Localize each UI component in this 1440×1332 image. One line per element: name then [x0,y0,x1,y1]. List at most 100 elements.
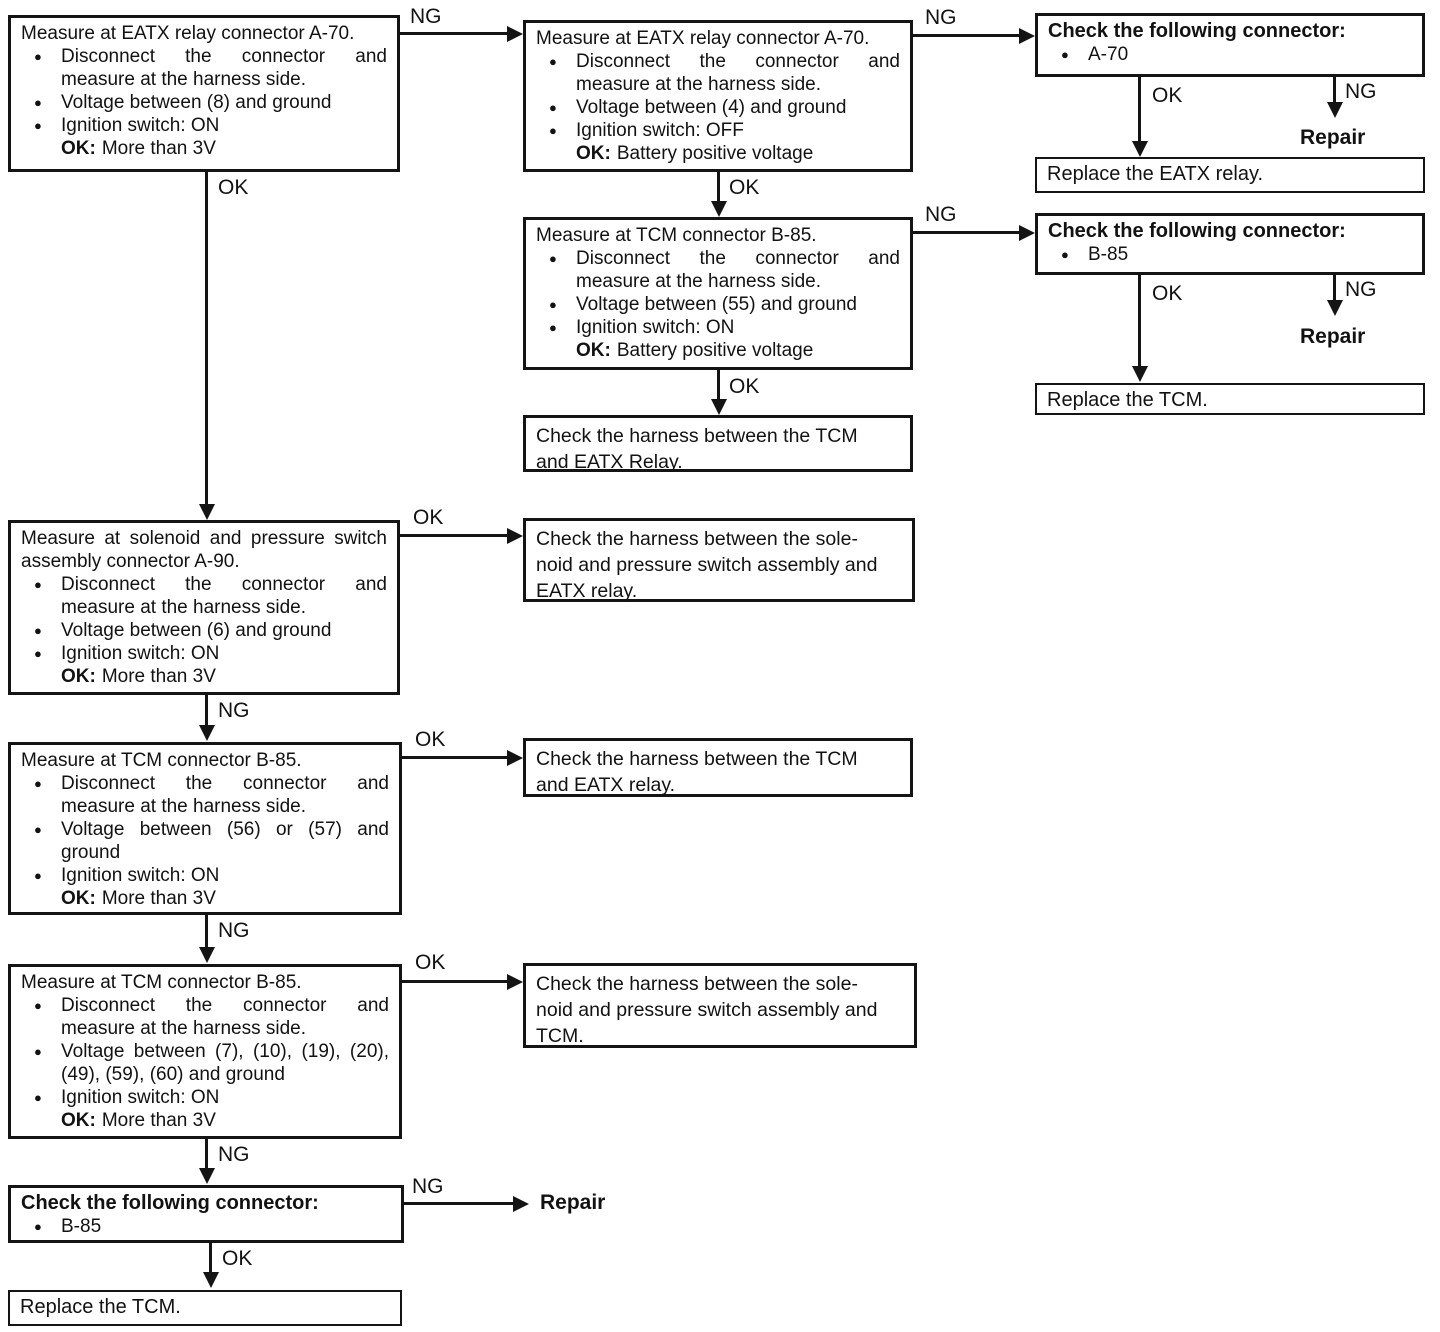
action-line: and EATX Relay. [536,451,683,473]
bullet-item: ● Voltage between (55) and ground [536,293,900,316]
edge-label-ok: OK [222,1247,253,1270]
connector-line [717,370,720,400]
ok-criteria-label: OK: [576,340,611,361]
bullet-item: ● Voltage between (6) and ground [21,619,387,642]
connector-line [400,534,510,537]
bullet-item: ● Disconnect the connector and measure a… [21,994,389,1040]
bullet-item: ● Ignition switch: OFF [536,119,900,142]
arrow-down-icon [711,399,727,415]
ok-criteria: OK:More than 3V [61,137,387,160]
bullet-icon: ● [34,49,42,64]
bullet-item: ● Disconnect the connector and measure a… [21,573,387,619]
action-line: Check the harness between the TCM [536,425,858,447]
step-title: Measure at TCM connector B-85. [536,225,817,246]
connector-line [913,231,1021,234]
arrow-right-icon [507,528,523,544]
edge-label-ok: OK [413,506,444,529]
bullet-icon: ● [34,1044,42,1059]
edge-label-ng: NG [925,6,957,29]
action-check-harness-tcm-eatx-relay-2: Check the harness between the TCM and EA… [523,738,913,797]
bullet-icon: ● [34,776,42,791]
step-title: Measure at EATX relay connector A-70. [21,23,355,44]
ok-criteria-value: Battery positive voltage [616,143,814,164]
result-replace-eatx-relay: Replace the EATX relay. [1035,157,1425,193]
bullet-icon: ● [549,123,557,138]
bullet-item: ● Ignition switch: ON [21,1086,389,1109]
bullet-icon: ● [34,118,42,133]
ok-criteria-label: OK: [61,888,96,909]
bullet-item: ● B-85 [21,1215,391,1238]
bullet-item: ● Disconnect the connector and measure a… [536,50,900,96]
edge-label-ok: OK [729,176,760,199]
check-title: Check the following connector: [1048,20,1346,42]
connector-line [1138,275,1141,367]
step-measure-solenoid-a90: Measure at solenoid and pressure switch … [8,520,400,695]
result-replace-tcm-final: Replace the TCM. [8,1290,402,1326]
action-check-harness-solenoid-eatx-relay: Check the harness between the sole- noid… [523,518,915,602]
arrow-right-icon [513,1196,529,1212]
ok-criteria-label: OK: [61,666,96,687]
arrow-down-icon [203,1272,219,1288]
result-text: Replace the TCM. [1047,389,1208,411]
edge-label-ng: NG [218,919,250,942]
ok-criteria: OK:Battery positive voltage [576,339,900,362]
ok-criteria-label: OK: [61,138,96,159]
arrow-right-icon [1019,28,1035,44]
bullet-item: ● Ignition switch: ON [21,114,387,137]
connector-line [400,32,510,35]
connector-line [209,1243,212,1274]
bullet-item: ● Disconnect the connector and measure a… [21,772,389,818]
bullet-item: ● A-70 [1048,43,1412,66]
action-line: and EATX relay. [536,774,676,796]
connector-line [402,756,510,759]
bullet-icon: ● [549,297,557,312]
connector-line [205,695,208,726]
arrow-down-icon [199,504,215,520]
edge-label-ok: OK [1152,282,1183,305]
action-line: EATX relay. [536,580,638,602]
step-measure-tcm-b85-multi-pins: Measure at TCM connector B-85. ● Disconn… [8,964,402,1139]
bullet-icon: ● [549,100,557,115]
connector-line [1138,77,1141,143]
connector-line [402,980,510,983]
step-title: Measure at EATX relay connector A-70. [536,28,870,49]
bullet-item: ● Disconnect the connector and measure a… [536,247,900,293]
arrow-down-icon [199,725,215,741]
connector-line [913,34,1021,37]
result-text: Replace the EATX relay. [1047,163,1264,185]
ok-criteria-value: More than 3V [101,666,216,687]
edge-label-ok: OK [415,951,446,974]
ok-criteria: OK:More than 3V [61,887,389,910]
bullet-icon: ● [1061,47,1069,62]
check-connector-b85: Check the following connector: ● B-85 [1035,213,1425,275]
edge-label-ng: NG [1345,80,1377,103]
bullet-item: ● Ignition switch: ON [536,316,900,339]
step-title: Measure at solenoid and pressure switch … [21,528,387,572]
connector-line [1333,77,1336,104]
bullet-icon: ● [549,320,557,335]
arrow-down-icon [711,201,727,217]
connector-line [717,172,720,203]
ok-criteria-label: OK: [61,1110,96,1131]
connector-line [404,1202,516,1205]
step-measure-eatx-a70-ign-on: Measure at EATX relay connector A-70. ● … [8,15,400,172]
check-connector-a70: Check the following connector: ● A-70 [1035,13,1425,77]
step-measure-tcm-b85-power: Measure at TCM connector B-85. ● Disconn… [523,217,913,370]
result-replace-tcm: Replace the TCM. [1035,383,1425,415]
ok-criteria: OK:Battery positive voltage [576,142,900,165]
connector-line [205,1139,208,1170]
bullet-icon: ● [549,251,557,266]
arrow-down-icon [1327,102,1343,118]
terminal-repair: Repair [540,1191,606,1214]
edge-label-ng: NG [218,1143,250,1166]
step-measure-tcm-b85-56-57: Measure at TCM connector B-85. ● Disconn… [8,742,402,915]
action-line: TCM. [536,1025,584,1047]
bullet-icon: ● [34,1090,42,1105]
connector-line [205,915,208,948]
bullet-icon: ● [34,95,42,110]
connector-line [205,172,208,505]
bullet-icon: ● [34,623,42,638]
ok-criteria: OK:More than 3V [61,665,387,688]
step-title: Measure at TCM connector B-85. [21,972,302,993]
